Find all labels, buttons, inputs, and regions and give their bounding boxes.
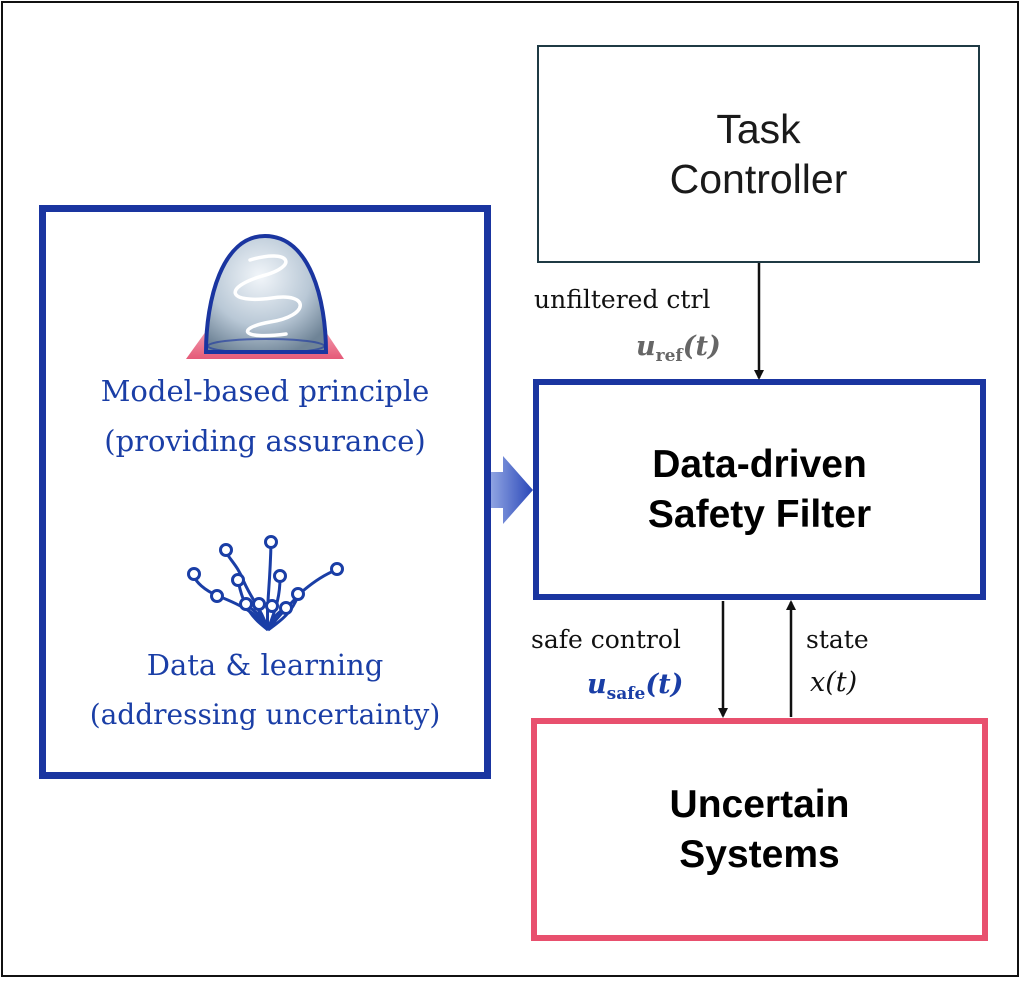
model-based-title: Model-based principle — [100, 374, 430, 408]
safe-control-label: safe control — [531, 625, 681, 654]
u-ref-arg: (t) — [682, 331, 721, 362]
data-learning-title: Data & learning — [146, 648, 384, 682]
uncertain-systems-box: Uncertain Systems — [531, 718, 988, 941]
uncertain-systems-line2: Systems — [679, 832, 840, 876]
safety-filter-line1: Data-driven — [652, 442, 867, 486]
task-controller-line2: Controller — [669, 156, 848, 202]
unfiltered-ctrl-label: unfiltered ctrl — [534, 285, 711, 314]
u-safe-arg: (t) — [645, 669, 684, 700]
state-symbol: x(t) — [810, 667, 858, 698]
u-safe-letter: u — [587, 669, 607, 700]
task-controller-line1: Task — [716, 106, 801, 152]
model-based-subtitle: (providing assurance) — [104, 424, 426, 458]
u-ref-subscript: ref — [655, 346, 683, 366]
u-safe-symbol: usafe(t) — [587, 669, 683, 704]
safety-filter-box: Data-driven Safety Filter — [533, 379, 986, 600]
dome-icon — [186, 233, 344, 359]
u-ref-symbol: uref(t) — [636, 331, 721, 366]
u-ref-letter: u — [636, 331, 656, 362]
task-controller-box: Task Controller — [537, 45, 980, 263]
state-label: state — [806, 625, 869, 654]
u-safe-subscript: safe — [606, 684, 646, 704]
learning-network-icon — [187, 535, 344, 632]
safety-filter-line2: Safety Filter — [647, 492, 872, 536]
data-learning-subtitle: (addressing uncertainty) — [89, 698, 441, 731]
panel-to-filter-arrow — [491, 456, 533, 524]
left-panel — [39, 205, 491, 779]
uncertain-systems-line1: Uncertain — [669, 782, 850, 826]
